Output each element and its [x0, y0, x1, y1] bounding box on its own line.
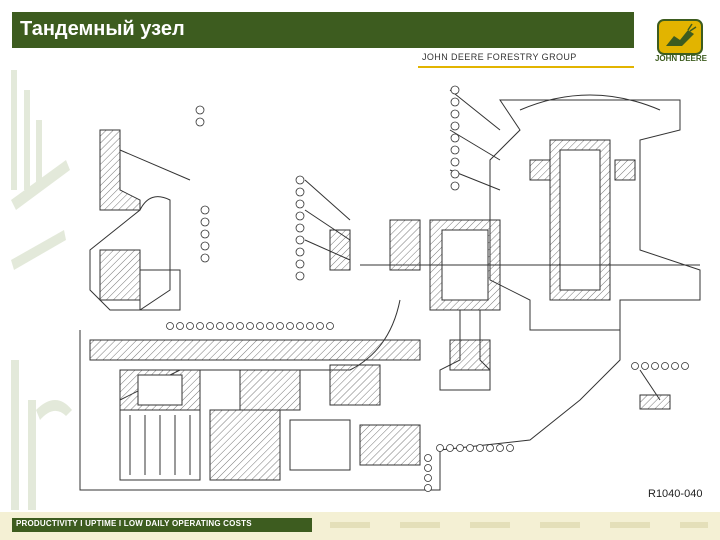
- subtitle: JOHN DEERE FORESTRY GROUP: [422, 52, 577, 62]
- drawing-reference: R1040-040: [648, 488, 703, 500]
- page-title: Тандемный узел: [20, 18, 185, 40]
- deer-logo-icon: [657, 19, 703, 55]
- title-bar: Тандемный узел: [12, 12, 634, 48]
- footer-decoration: [330, 522, 708, 528]
- side-decoration: [11, 70, 72, 510]
- tandem-assembly-drawing: [79, 85, 701, 492]
- subtitle-bar: JOHN DEERE FORESTRY GROUP: [418, 50, 634, 68]
- footer: PRODUCTIVITY I UPTIME I LOW DAILY OPERAT…: [0, 512, 720, 540]
- header: Тандемный узел JOHN DEERE FORESTRY GROUP…: [0, 0, 720, 68]
- footer-bar: PRODUCTIVITY I UPTIME I LOW DAILY OPERAT…: [12, 518, 312, 532]
- footer-tagline: PRODUCTIVITY I UPTIME I LOW DAILY OPERAT…: [16, 519, 252, 528]
- logo-text: JOHN DEERE: [654, 54, 707, 63]
